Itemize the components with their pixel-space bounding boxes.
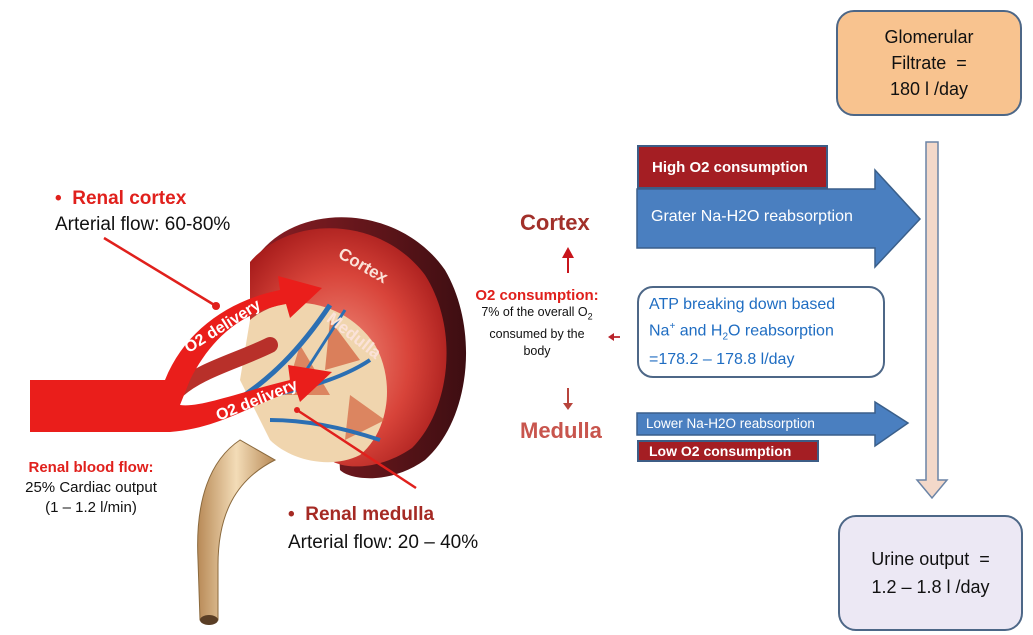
o2-consumption-title: O2 consumption: [462,287,612,304]
down-arrow-medulla [563,388,573,410]
glomerular-line3: 180 l /day [890,76,968,102]
renal-blood-flow-line1: 25% Cardiac output [6,478,176,498]
urine-output-box: Urine output = 1.2 – 1.8 l /day [838,515,1023,631]
low-o2-consumption-label: Low O2 consumption [637,440,819,462]
renal-cortex-title: Renal cortex [72,188,186,209]
atp-line3: =178.2 – 178.8 l/day [649,349,873,371]
renal-cortex-block: • Renal cortex Arterial flow: 60-80% [55,188,230,236]
cortex-leader-line [104,238,216,306]
o2-line1: 7% of the overall O [481,305,587,319]
renal-blood-flow-line2: (1 – 1.2 l/min) [6,498,176,518]
o2-line1-sub: 2 [588,312,593,322]
up-arrow-cortex [562,247,574,273]
o2-line2: consumed by the [462,326,612,343]
center-medulla-label: Medulla [520,418,602,444]
glomerular-line2: Filtrate = [891,50,967,76]
urine-line2: 1.2 – 1.8 l /day [871,573,989,601]
cortex-arrow-text: Grater Na-H2O reabsorption [651,208,853,226]
high-o2-consumption-label: High O2 consumption [637,145,828,189]
renal-medulla-title: Renal medulla [305,504,434,525]
urine-line1: Urine output = [871,545,990,573]
renal-blood-flow-title: Renal blood flow: [6,458,176,478]
atp-line2-na: Na [649,322,669,339]
renal-medulla-block: • Renal medulla Arterial flow: 20 – 40% [288,504,478,554]
center-cortex-label: Cortex [520,210,590,236]
glomerular-filtrate-box: Glomerular Filtrate = 180 l /day [836,10,1022,116]
o2-consumption-block: O2 consumption: 7% of the overall O2 con… [462,287,612,360]
atp-reabsorption-box: ATP breaking down based Na+ and H2O reab… [637,286,885,378]
atp-line2-rest: O reabsorption [728,322,834,339]
atp-line2-and: and H [675,322,722,339]
glomerular-line1: Glomerular [884,24,973,50]
medulla-arrow-text: Lower Na-H2O reabsorption [646,416,815,431]
renal-cortex-bullet: • [55,188,62,209]
renal-cortex-flow: Arterial flow: 60-80% [55,214,230,236]
renal-medulla-flow: Arterial flow: 20 – 40% [288,532,478,554]
renal-medulla-bullet: • [288,504,295,525]
filtrate-down-arrow [917,142,947,498]
o2-line3: body [462,343,612,360]
ureter [198,440,275,620]
atp-line1: ATP breaking down based [649,294,873,316]
renal-blood-flow-block: Renal blood flow: 25% Cardiac output (1 … [6,458,176,518]
